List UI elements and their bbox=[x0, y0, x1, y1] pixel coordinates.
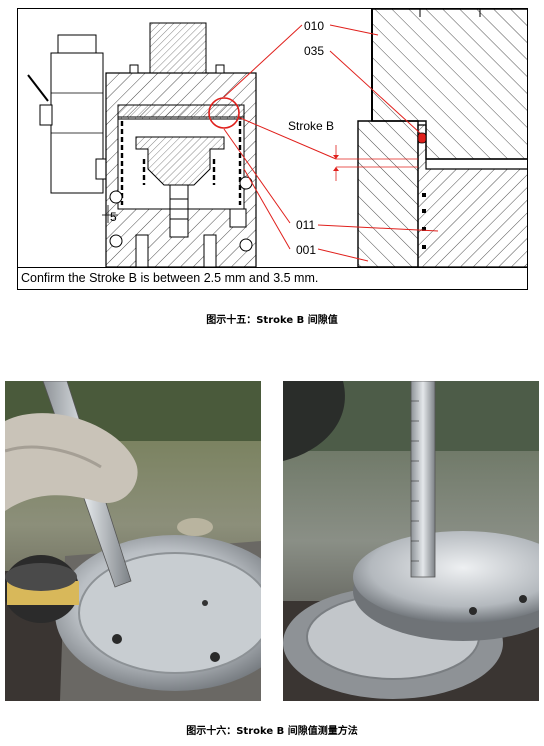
valve-assembly-section: 5 bbox=[27, 22, 257, 268]
part-035-label: 035 bbox=[304, 44, 324, 58]
measurement-photo-left bbox=[5, 381, 261, 701]
detail-highlight-circle bbox=[208, 97, 240, 129]
seal-035-marker bbox=[417, 132, 427, 144]
figure-16-caption: 图示十六：Stroke B 间隙值测量方法 bbox=[186, 726, 358, 737]
measurement-photo-right bbox=[283, 381, 539, 701]
stroke-b-drawing: 5 bbox=[17, 8, 528, 290]
detail-section-view: Stroke B bbox=[288, 9, 527, 268]
part-011-label: 011 bbox=[296, 218, 315, 232]
part-010-label: 010 bbox=[304, 19, 324, 33]
stroke-b-label: Stroke B bbox=[288, 119, 334, 133]
stroke-b-instruction: Confirm the Stroke B is between 2.5 mm a… bbox=[18, 267, 527, 289]
part-001-label: 001 bbox=[296, 243, 316, 257]
figure-15-caption: 图示十五：Stroke B 间隙值 bbox=[206, 315, 338, 326]
drawing-canvas: 5 bbox=[27, 9, 527, 268]
leader-lines: 010 035 011 001 bbox=[223, 19, 439, 262]
dimension-5-label: 5 bbox=[110, 210, 117, 224]
